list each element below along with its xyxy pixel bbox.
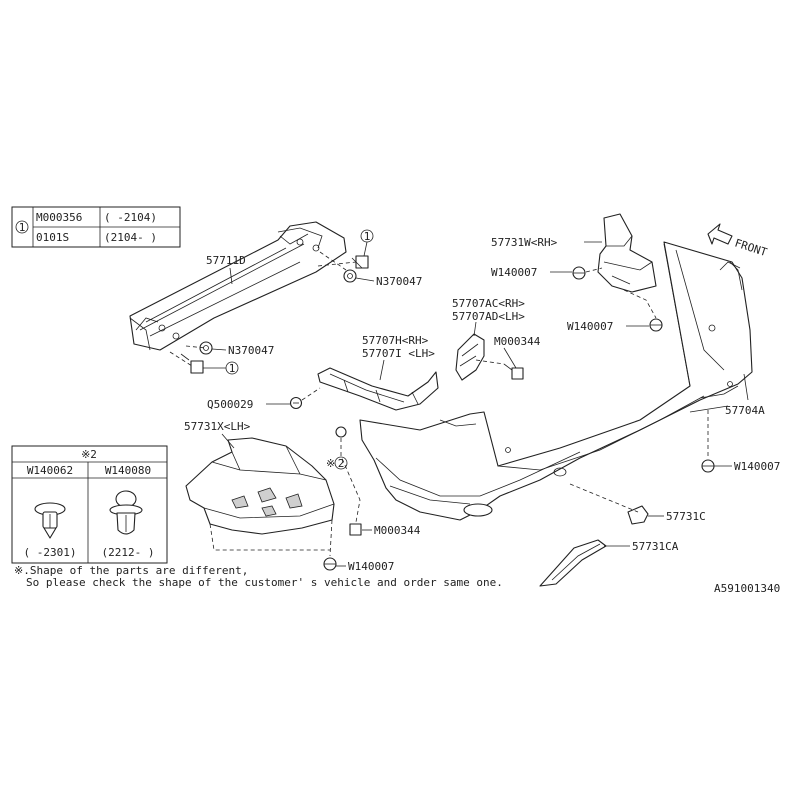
label-m000344-lower: M000344 xyxy=(374,524,421,537)
label-circle-2: 2 xyxy=(338,457,345,470)
callout-n370047-lower[interactable]: N370047 xyxy=(211,344,274,357)
label-57731CA: 57731CA xyxy=(632,540,679,553)
bracket-57731w-rh[interactable] xyxy=(597,213,657,293)
label-n370047-upper: N370047 xyxy=(376,275,422,288)
legend-range-1: ( -2104) xyxy=(104,211,157,224)
callout-57707H[interactable]: 57707H<RH> xyxy=(362,334,429,347)
callout-w140007-right[interactable]: W140007 xyxy=(714,460,780,473)
front-direction-label: FRONT xyxy=(733,236,769,259)
label-circle-1-upper: 1 xyxy=(364,230,371,243)
callout-m000344-upper[interactable]: M000344 xyxy=(494,335,541,369)
nut-n370047-lower-icon xyxy=(199,341,213,355)
clip-w140007-upper-icon xyxy=(572,266,586,280)
callout-57707AC[interactable]: 57707AC<RH> xyxy=(452,297,525,310)
callout-57731W[interactable]: 57731W<RH> xyxy=(491,236,602,249)
callout-n370047-upper[interactable]: N370047 xyxy=(355,275,422,288)
clip-w140007-right-icon xyxy=(701,459,715,473)
callout-circle-1-upper[interactable]: 1 xyxy=(360,229,374,257)
fastener-range-2: (2212- ) xyxy=(102,546,155,559)
legend-range-2: (2104- ) xyxy=(104,231,157,244)
callout-m000344-lower[interactable]: M000344 xyxy=(362,524,421,537)
note-line-1: ※.Shape of the parts are different, xyxy=(14,564,248,577)
rear-bumper-face-57704a[interactable] xyxy=(359,241,753,521)
label-q500029: Q500029 xyxy=(207,398,253,411)
bolt-m000344-lower-icon xyxy=(349,523,362,536)
label-57707I: 57707I <LH> xyxy=(362,347,435,360)
fastener-box: ※2 W140062 W140080 ( -2301) (2212- ) xyxy=(11,445,168,564)
bracket-57707ac-ad[interactable] xyxy=(455,333,485,381)
label-n370047-lower: N370047 xyxy=(228,344,274,357)
label-57707AC: 57707AC<RH> xyxy=(452,297,525,310)
callout-q500029[interactable]: Q500029 xyxy=(207,398,290,411)
under-cover-57731x-lh[interactable] xyxy=(185,437,335,535)
legend-part-2: 0101S xyxy=(36,231,69,244)
label-57731C: 57731C xyxy=(666,510,706,523)
callout-57711D[interactable]: 57711D xyxy=(206,254,246,285)
legend-circle-marker xyxy=(15,220,29,234)
callout-57707I[interactable]: 57707I <LH> xyxy=(362,347,435,381)
bumper-reinforcement-beam[interactable] xyxy=(129,221,347,351)
screw-q500029-icon xyxy=(289,396,303,410)
fastener-part-2: W140080 xyxy=(105,464,151,477)
label-57731W: 57731W<RH> xyxy=(491,236,558,249)
bumper-bracket-57707h-i[interactable] xyxy=(317,367,439,411)
note-line-2: So please check the shape of the custome… xyxy=(26,576,503,589)
legend-part-1: M000356 xyxy=(36,211,82,224)
legend-circle-label: 1 xyxy=(19,221,26,234)
fastener-box-title: ※2 xyxy=(81,448,97,461)
clip-w140007-lower-icon xyxy=(323,557,337,571)
callout-57731CA[interactable]: 57731CA xyxy=(604,540,679,553)
label-w140007-right: W140007 xyxy=(734,460,780,473)
label-note-mark: ※ xyxy=(326,457,335,470)
label-w140007-lower: W140007 xyxy=(348,560,394,573)
trim-57731ca[interactable] xyxy=(539,539,607,587)
callout-57731X[interactable]: 57731X<LH> xyxy=(184,420,251,449)
clip-note-2-icon xyxy=(335,426,347,438)
label-w140007-upper: W140007 xyxy=(491,266,537,279)
callout-57731C[interactable]: 57731C xyxy=(648,510,706,523)
svg-text:FRONT: FRONT xyxy=(733,236,769,259)
callout-w140007-upper[interactable]: W140007 xyxy=(491,266,572,279)
callout-w140007-lower[interactable]: W140007 xyxy=(336,560,394,573)
clip-w140062-icon xyxy=(34,502,66,539)
callout-note-2[interactable]: ※ 2 xyxy=(326,456,348,470)
label-57711D: 57711D xyxy=(206,254,246,267)
callout-circle-1-lower[interactable]: 1 xyxy=(203,361,239,375)
legend-table: 1 M000356 ( -2104) 0101S (2104- ) xyxy=(11,206,181,248)
label-m000344-upper: M000344 xyxy=(494,335,541,348)
label-57707H: 57707H<RH> xyxy=(362,334,429,347)
label-w140007-mid: W140007 xyxy=(567,320,613,333)
label-57731X: 57731X<LH> xyxy=(184,420,251,433)
nut-n370047-upper-icon xyxy=(343,269,357,283)
front-direction-arrow-icon xyxy=(707,223,733,245)
fastener-range-1: ( -2301) xyxy=(24,546,77,559)
label-57707AD: 57707AD<LH> xyxy=(452,310,525,323)
bolt-m000344-upper-icon xyxy=(503,363,524,380)
trim-57731c[interactable] xyxy=(627,505,649,525)
clip-w140080-icon xyxy=(109,490,143,535)
fastener-part-1: W140062 xyxy=(27,464,73,477)
label-circle-1-lower: 1 xyxy=(229,362,236,375)
label-57704A: 57704A xyxy=(725,404,765,417)
callout-w140007-mid[interactable]: W140007 xyxy=(567,320,649,333)
clip-w140007-mid-icon xyxy=(649,318,663,332)
callout-57707AD[interactable]: 57707AD<LH> xyxy=(452,310,525,337)
callout-57704A[interactable]: 57704A xyxy=(725,373,765,417)
bolt-lower-icon xyxy=(180,353,204,374)
diagram-id: A591001340 xyxy=(714,582,780,595)
